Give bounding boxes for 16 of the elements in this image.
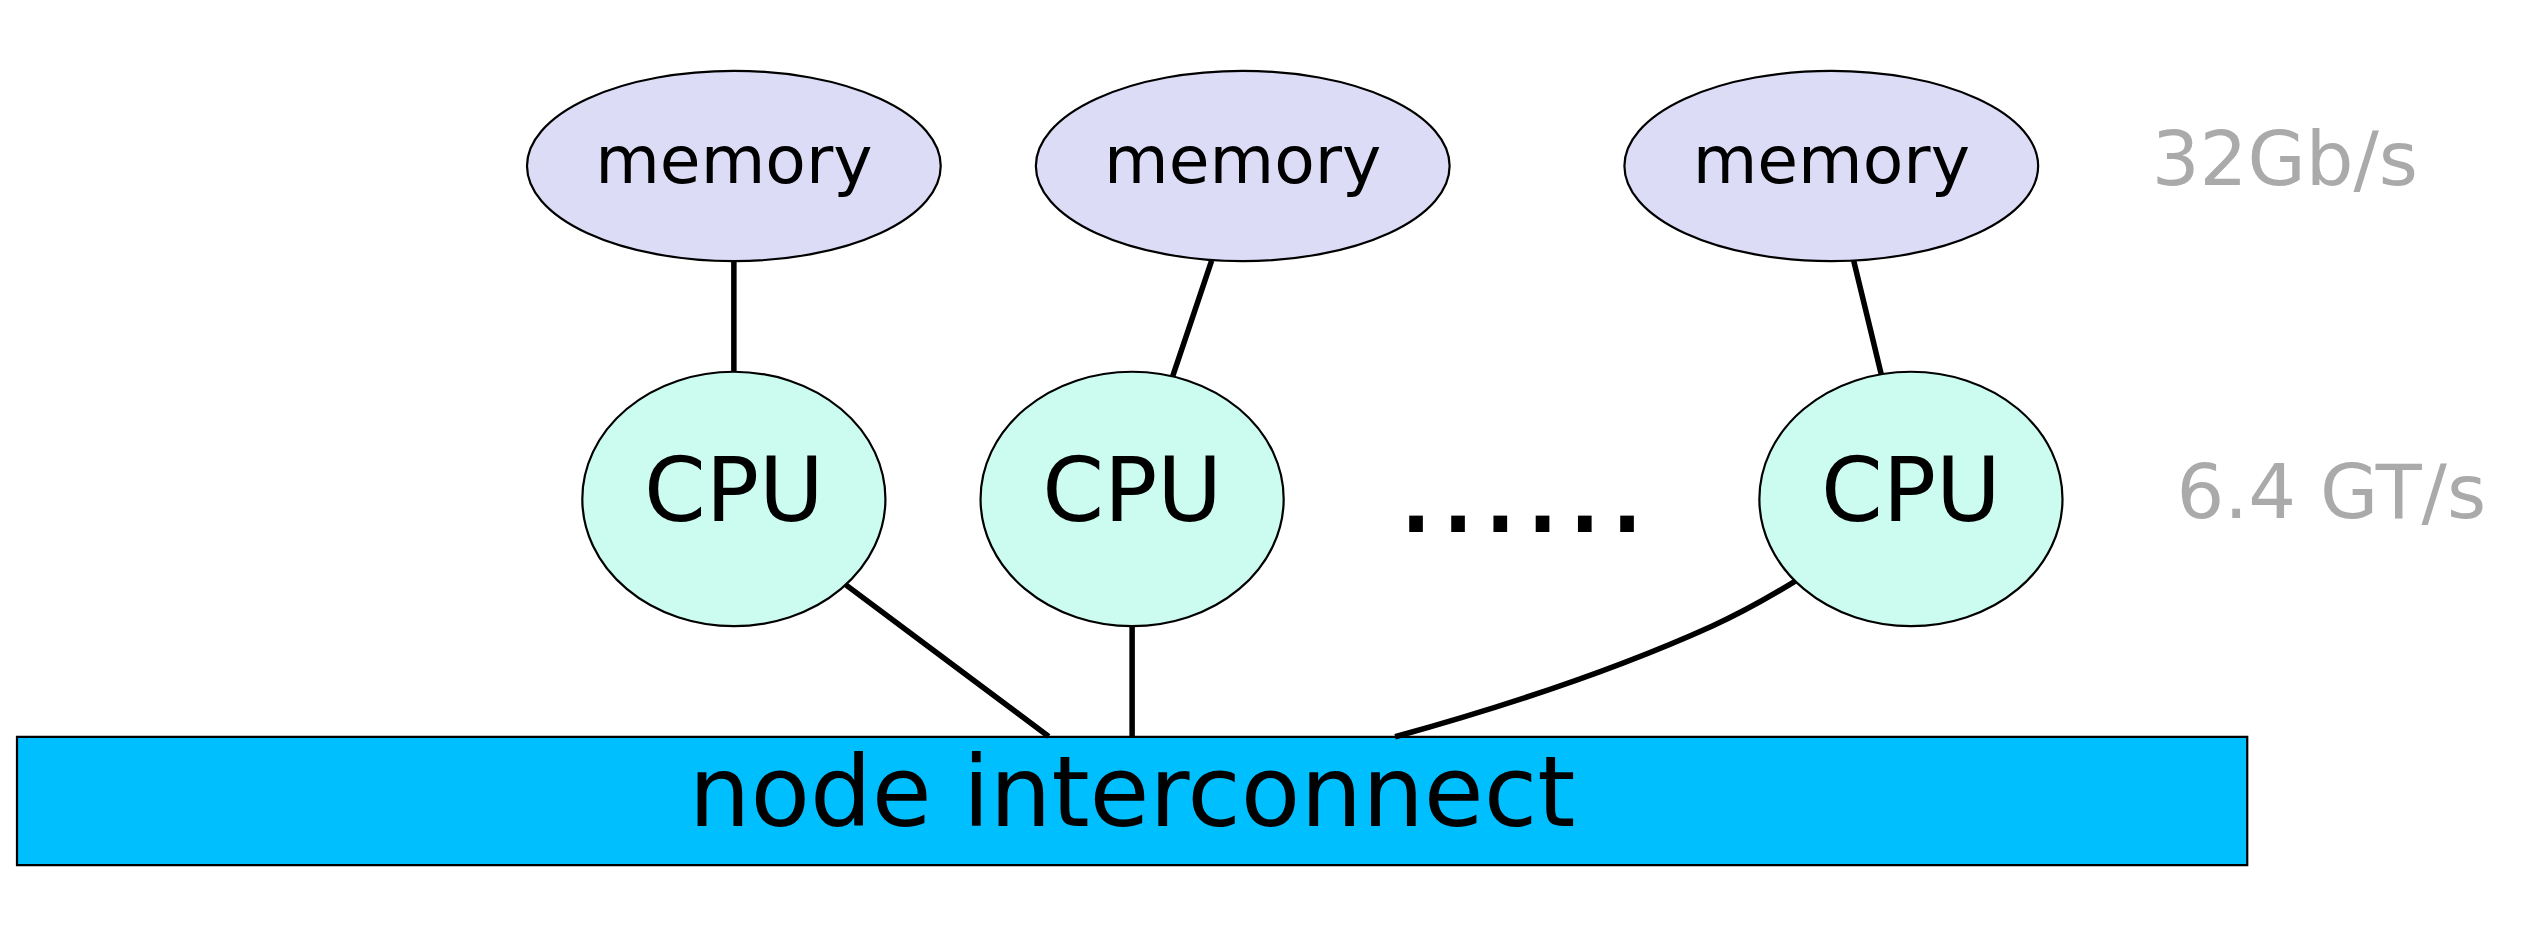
connector bbox=[731, 261, 737, 371]
node-ellipse: memory bbox=[1623, 69, 2040, 262]
connector bbox=[1851, 259, 1884, 374]
node-ellipse: CPU bbox=[581, 370, 887, 627]
label: 32Gb/s bbox=[2151, 114, 2418, 203]
label: 6.4 GT/s bbox=[2176, 447, 2487, 536]
node-ellipse: CPU bbox=[979, 370, 1285, 627]
node-ellipse: memory bbox=[525, 69, 942, 262]
connector bbox=[1394, 578, 1797, 739]
connector bbox=[844, 582, 1051, 739]
connector bbox=[1129, 626, 1135, 736]
label: ...... bbox=[1394, 408, 1649, 563]
node-ellipse: memory bbox=[1034, 69, 1451, 262]
connector bbox=[1170, 259, 1215, 377]
node-box: node interconnect bbox=[15, 735, 2249, 866]
node-ellipse: CPU bbox=[1758, 370, 2064, 627]
